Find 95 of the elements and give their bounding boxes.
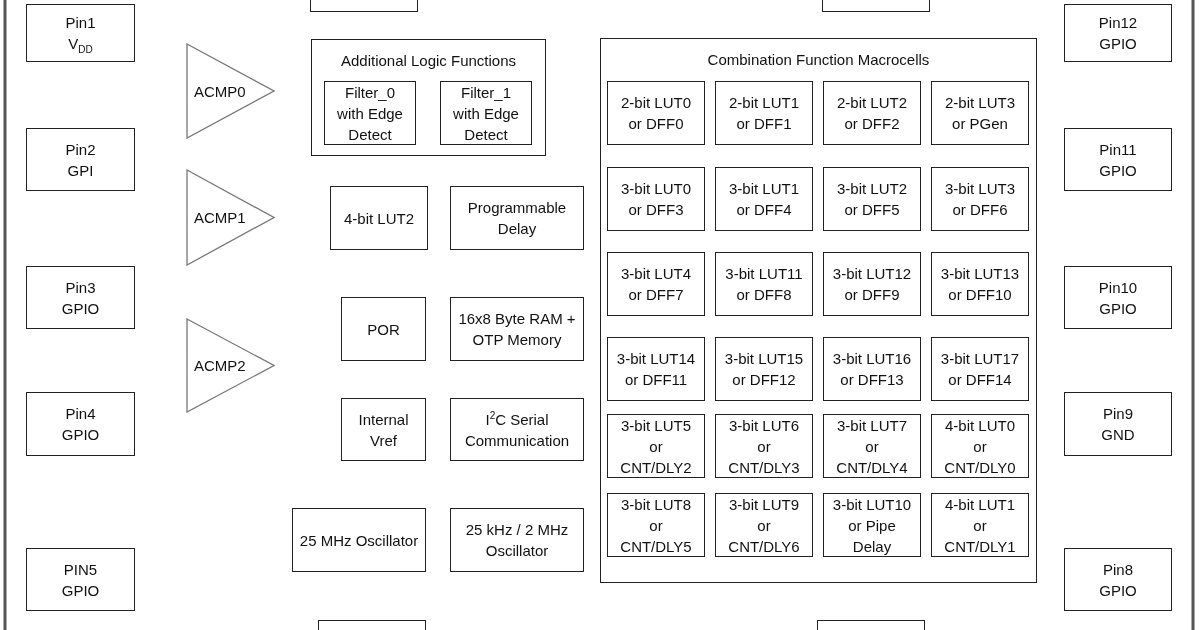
block-box (607, 337, 705, 401)
block-box (931, 252, 1029, 316)
block-label: 3-bit LUT2 or DFF5 (836, 179, 908, 220)
block-box (341, 398, 426, 461)
block-box (823, 414, 921, 478)
block-label: 3-bit LUT14 or DFF11 (615, 349, 697, 390)
block-label: 3-bit LUT11 or DFF8 (724, 264, 804, 305)
block-label: Pin1 V$_{DD}$ (65, 13, 96, 54)
block-box (1064, 266, 1172, 329)
block-label: 4-bit LUT2 (344, 208, 414, 229)
block-label: 3-bit LUT4 or DFF7 (620, 264, 692, 305)
block-box (1064, 392, 1172, 456)
block-box (931, 81, 1029, 145)
block-label: 3-bit LUT10 or Pipe Delay (831, 494, 913, 557)
block-box (823, 81, 921, 145)
block-box (26, 266, 135, 329)
block-box (823, 337, 921, 401)
block-label: Filter_0 with Edge Detect (336, 82, 404, 145)
block-label: 3-bit LUT6 or CNT/DLY3 (727, 415, 801, 478)
block-label: Pin8 GPIO (1099, 559, 1137, 601)
block-box (450, 398, 584, 461)
block-label: 3-bit LUT1 or DFF4 (728, 179, 800, 220)
block-label: Pin3 GPIO (61, 277, 100, 319)
block-box (1064, 128, 1172, 191)
block-label: Filter_1 with Edge Detect (452, 82, 520, 145)
block-label: 25 kHz / 2 MHz Oscillator (464, 520, 570, 561)
block-box (1064, 548, 1172, 611)
block-box (26, 548, 135, 611)
block-box (715, 337, 813, 401)
block-box (715, 252, 813, 316)
block-box (715, 493, 813, 557)
block-box (341, 297, 426, 361)
block-label: Internal Vref (357, 409, 410, 451)
block-label: Pin2 GPI (65, 139, 96, 181)
block-box (823, 252, 921, 316)
block-label: 3-bit LUT3 or DFF6 (944, 179, 1016, 220)
block-label: Pin10 GPIO (1098, 277, 1138, 319)
block-label: 3-bit LUT15 or DFF12 (723, 349, 805, 390)
block-label: 2-bit LUT3 or PGen (944, 93, 1016, 134)
block-label: 4-bit LUT0 or CNT/DLY0 (943, 415, 1017, 478)
block-box (715, 81, 813, 145)
comparator-label: ACMP2 (194, 356, 246, 376)
block-box (330, 186, 428, 250)
block-label: 3-bit LUT0 or DFF3 (620, 179, 692, 220)
block-label: 16x8 Byte RAM + OTP Memory (457, 309, 577, 350)
block-box (450, 508, 584, 572)
block-box (931, 414, 1029, 478)
group-title: Combination Function Macrocells (706, 50, 931, 70)
block-box (715, 414, 813, 478)
block-label: Pin9 GND (1101, 404, 1135, 445)
block-box (715, 167, 813, 231)
block-label: Pin11 GPIO (1099, 139, 1137, 181)
block-label: PIN5 GPIO (61, 559, 100, 601)
block-label: 25 MHz Oscillator (299, 530, 419, 551)
block-label: Pin4 GPIO (61, 404, 100, 445)
comparator-label: ACMP0 (194, 81, 246, 102)
block-label: 2-bit LUT1 or DFF1 (728, 93, 800, 134)
block-box (450, 186, 584, 250)
block-label: 3-bit LUT5 or CNT/DLY2 (619, 415, 693, 478)
block-label: 3-bit LUT13 or DFF10 (939, 264, 1021, 305)
comparator-label: ACMP1 (194, 208, 246, 228)
group-title: Additional Logic Functions (339, 51, 518, 71)
block-box (931, 493, 1029, 557)
block-box (26, 4, 135, 62)
block-label: 3-bit LUT8 or CNT/DLY5 (619, 494, 693, 557)
block-label: 3-bit LUT12 or DFF9 (831, 264, 913, 305)
block-label: 3-bit LUT7 or CNT/DLY4 (835, 415, 909, 478)
block-box (823, 167, 921, 231)
block-box (607, 252, 705, 316)
block-box (324, 81, 416, 145)
block-label: POR (367, 319, 400, 340)
block-label: 3-bit LUT16 or DFF13 (831, 349, 913, 390)
block-box (26, 392, 135, 456)
block-box (607, 167, 705, 231)
block-box (607, 493, 705, 557)
block-box (931, 167, 1029, 231)
empty-box (310, 0, 418, 12)
block-label: 3-bit LUT9 or CNT/DLY6 (727, 494, 801, 557)
block-label: I$^{2}$C Serial Communication (463, 408, 571, 451)
block-box (823, 493, 921, 557)
block-box (931, 337, 1029, 401)
block-label: Programmable Delay (466, 198, 568, 239)
block-label: 4-bit LUT1 or CNT/DLY1 (943, 494, 1017, 557)
block-box (292, 508, 426, 572)
block-label: 3-bit LUT17 or DFF14 (939, 349, 1021, 390)
block-box (1064, 4, 1172, 62)
block-box (607, 414, 705, 478)
block-label: Pin12 GPIO (1098, 13, 1138, 54)
block-box (607, 81, 705, 145)
block-box (440, 81, 532, 145)
block-label: 2-bit LUT0 or DFF0 (620, 93, 692, 134)
block-label: 2-bit LUT2 or DFF2 (836, 93, 908, 134)
block-box (26, 128, 135, 191)
empty-box (822, 0, 930, 12)
block-box (450, 297, 584, 361)
